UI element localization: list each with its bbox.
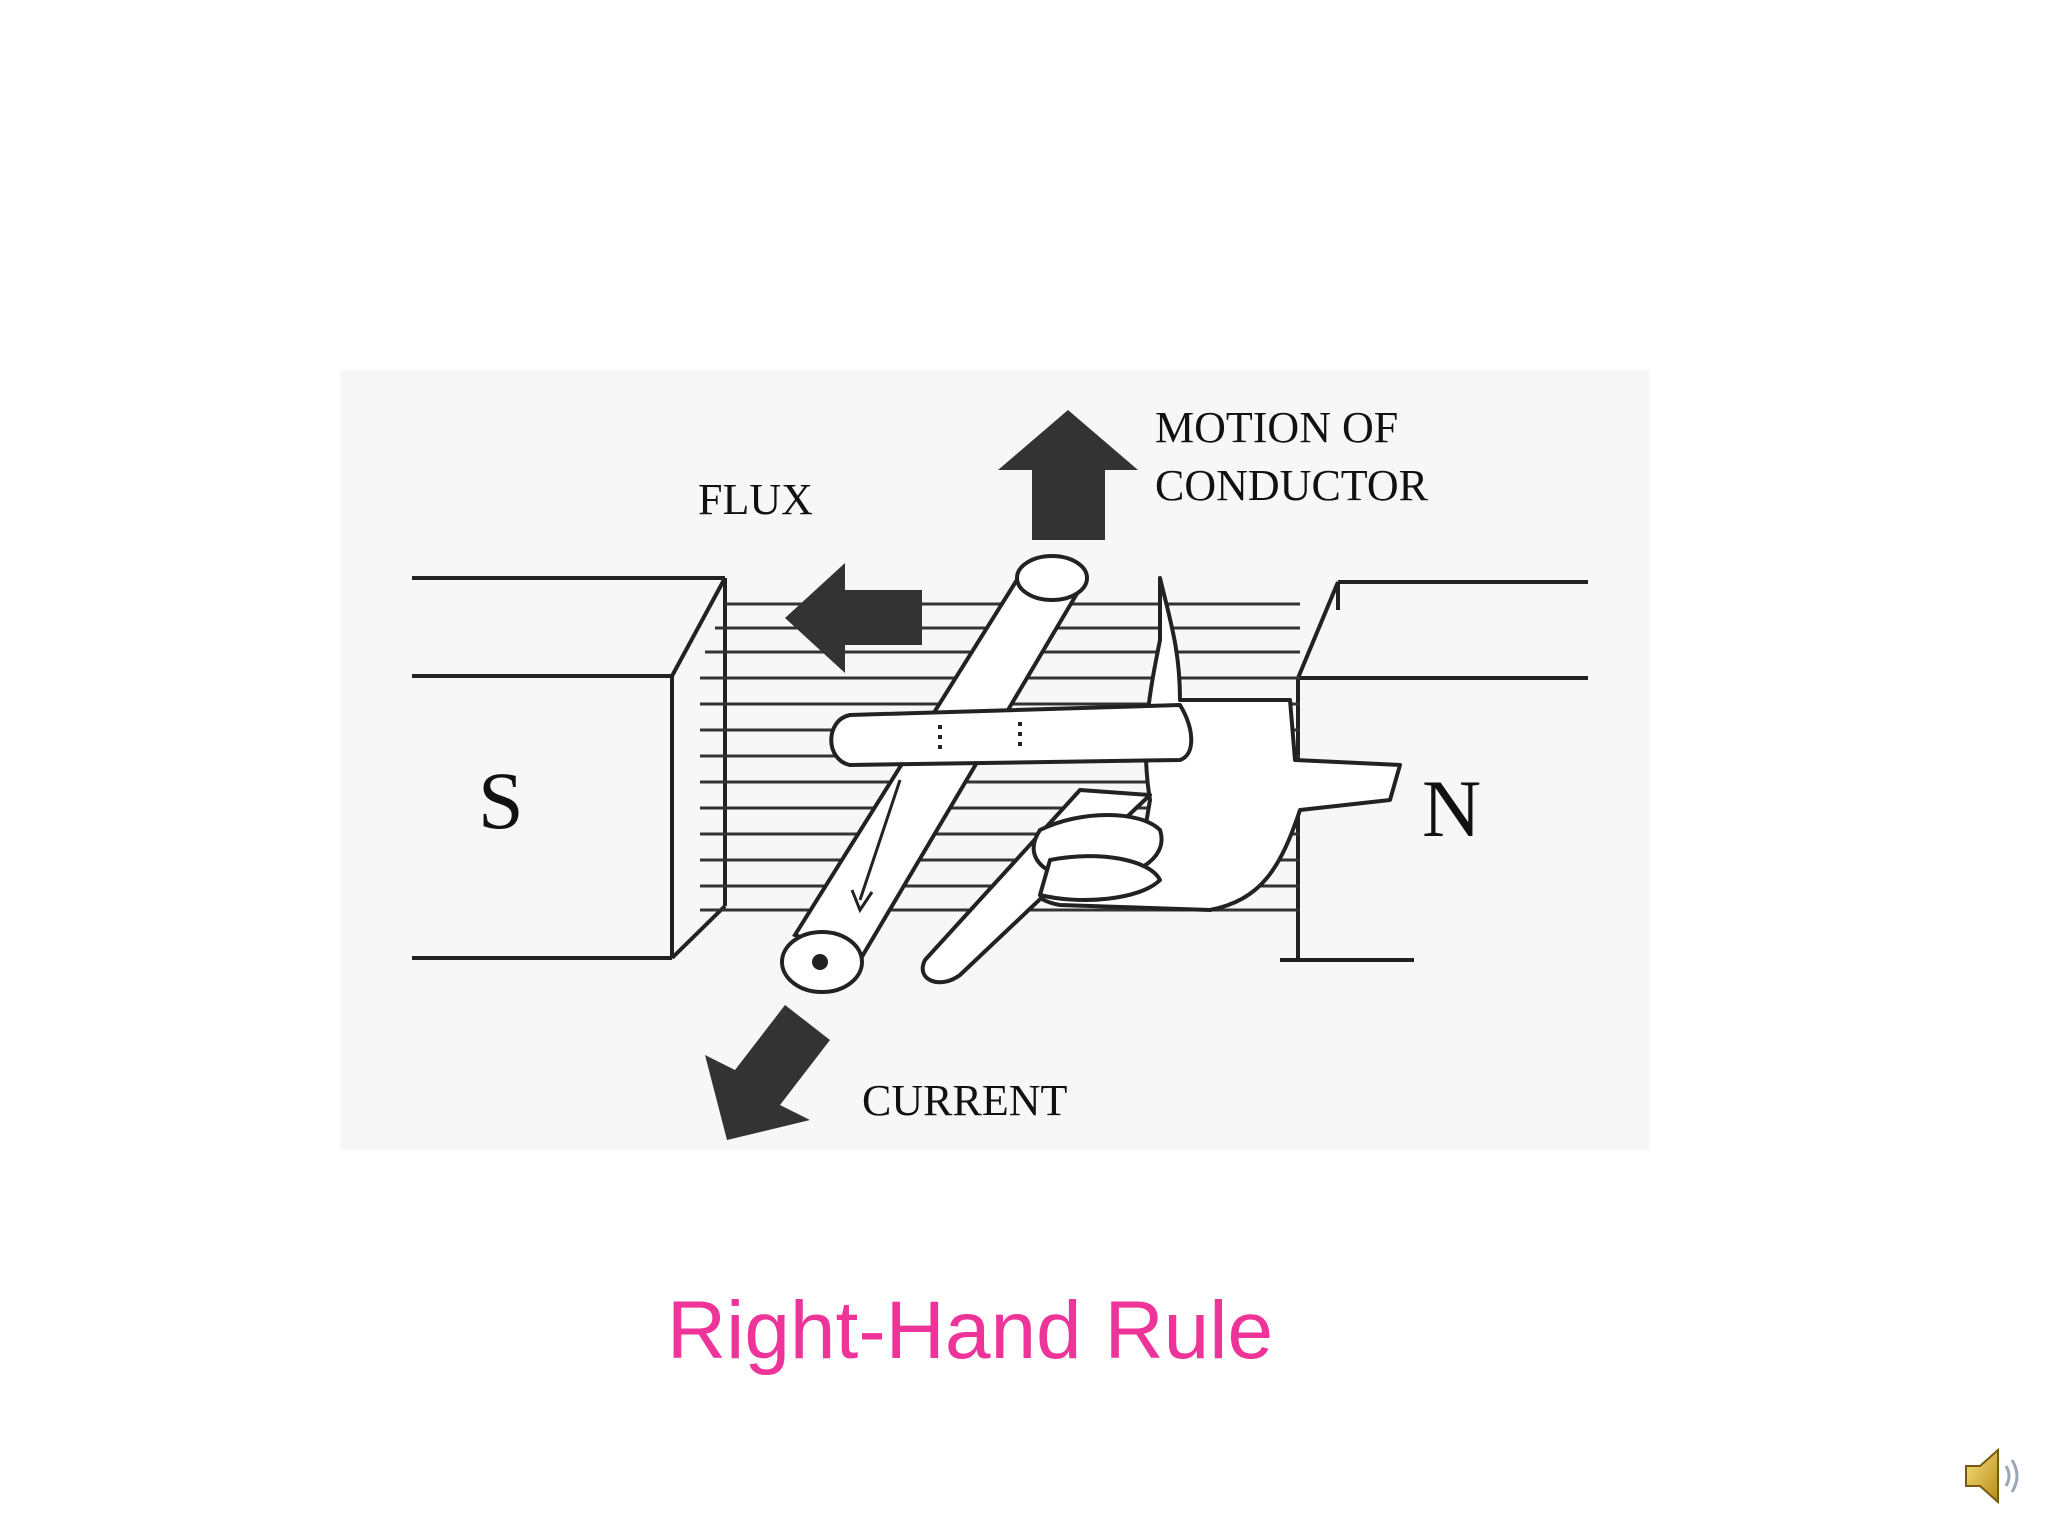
current-label: CURRENT <box>862 1076 1067 1125</box>
speaker-icon <box>1965 1447 2019 1505</box>
slide-caption: Right-Hand Rule <box>666 1285 1274 1376</box>
flux-arrow <box>785 563 922 673</box>
motion-label-line2: CONDUCTOR <box>1155 461 1429 510</box>
conductor-rod <box>780 554 1089 994</box>
current-arrow <box>705 1005 830 1140</box>
north-pole-label: N <box>1422 763 1481 854</box>
south-magnet <box>412 576 727 960</box>
flux-label: FLUX <box>698 475 813 524</box>
motion-label-line1: MOTION OF <box>1155 403 1398 452</box>
sound-button[interactable] <box>1958 1440 2028 1510</box>
south-pole-label: S <box>478 755 524 846</box>
hand-illustration <box>829 576 1402 985</box>
motion-arrow <box>998 410 1138 540</box>
